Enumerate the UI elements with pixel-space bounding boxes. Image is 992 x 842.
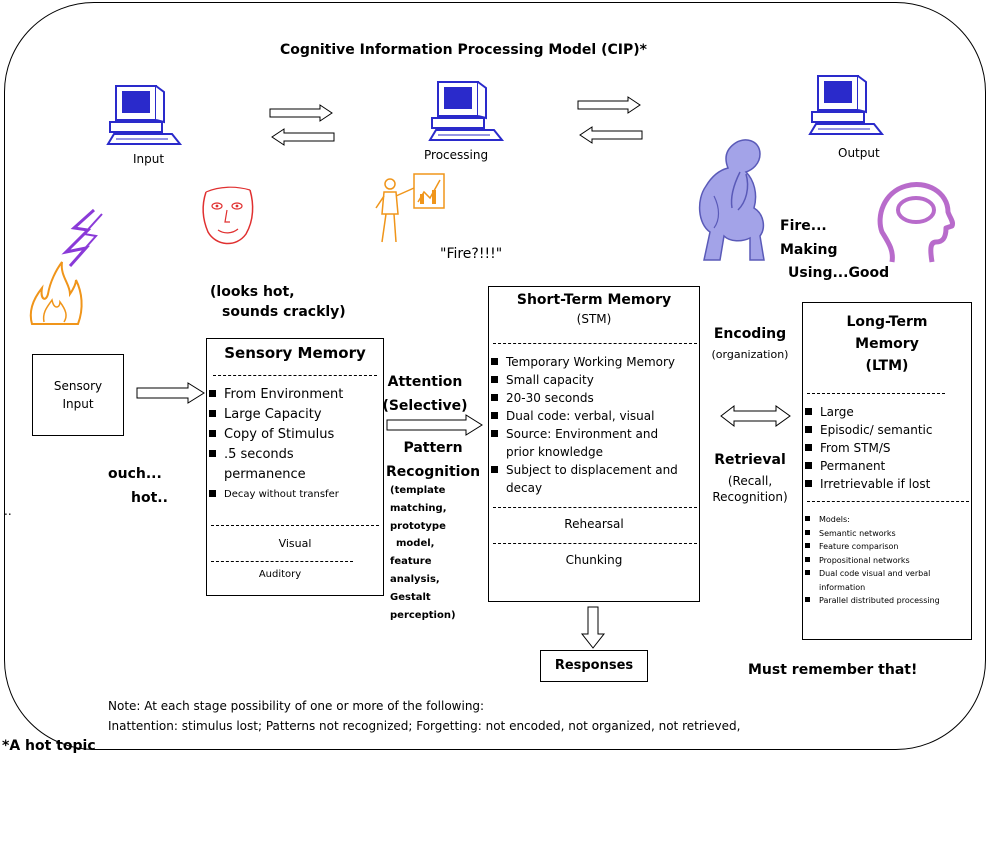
list-item: Large Capacity [209,405,343,425]
arrow-down-icon [580,606,606,649]
list-item: permanence [224,467,306,482]
double-arrow-icon [269,104,335,146]
responses-box: Responses [540,650,648,682]
list-item: Semantic networks [805,527,940,541]
sensory-input-box: Sensory Input [32,354,124,436]
rehearsal-label: Rehearsal [564,517,624,531]
presenter-icon [375,173,445,243]
list-item: Propositional networks [805,554,940,568]
list-item: Large [805,403,932,421]
list-item: 20-30 seconds [491,389,678,407]
list-item: Permanent [805,457,932,475]
diagram-frame [4,2,986,750]
fire-question-text: "Fire?!!!" [440,246,503,262]
processing-computer-icon [428,81,505,141]
sounds-crackly-text: sounds crackly) [222,304,346,320]
stm-abbr: (STM) [576,312,612,326]
sensory-memory-box: Sensory Memory From Environment Large Ca… [206,338,384,596]
processing-label: Processing [424,148,489,162]
chunking-label: Chunking [565,553,623,567]
sensory-memory-list: From Environment Large Capacity Copy of … [209,385,343,505]
input-computer-icon [106,85,183,145]
list-item: Episodic/ semantic [805,421,932,439]
list-item: prior knowledge [506,445,604,459]
output-label: Output [838,146,880,160]
encoding-label: Encoding (organization) [711,326,789,361]
lightning-icon [61,208,103,267]
arrow-right-icon [386,414,483,436]
list-item: .5 seconds [209,445,343,465]
double-headed-arrow-icon [720,404,791,428]
stm-title: Short-Term Memory [516,292,672,308]
list-item: From Environment [209,385,343,405]
stray-dots: .. [4,504,12,518]
auditory-label: Auditory [258,569,302,580]
list-item: decay [506,481,543,495]
short-term-memory-box: Short-Term Memory (STM) Temporary Workin… [488,286,700,602]
looks-hot-text: (looks hot, [210,284,295,300]
footnote-text: *A hot topic [2,738,96,754]
ltm-title: Long-Term Memory (LTM) [846,314,928,374]
head-silhouette-icon [877,182,955,263]
list-item: Feature comparison [805,540,940,554]
attention-label: Attention (Selective) [382,374,468,414]
list-item: Subject to displacement and [491,461,678,479]
list-item: Dual code visual and verbal [805,567,940,581]
long-term-memory-box: Long-Term Memory (LTM) Large Episodic/ s… [802,302,972,640]
list-item: Decay without transfer [209,485,343,505]
using-good-text: Using...Good [788,265,890,281]
stm-list: Temporary Working Memory Small capacity … [491,353,678,497]
pattern-recognition-label: Pattern Recognition [386,440,481,480]
list-item: Temporary Working Memory [491,353,678,371]
fire-text: Fire... [780,218,827,234]
visual-label: Visual [278,537,312,550]
sensory-memory-title: Sensory Memory [224,344,366,362]
thinker-statue-icon [698,139,765,261]
list-item: Source: Environment and [491,425,678,443]
list-item: Irretrievable if lost [805,475,932,493]
making-text: Making [780,242,838,258]
sensory-input-line2: Input [62,397,94,411]
input-label: Input [133,152,165,166]
list-item: From STM/S [805,439,932,457]
face-icon [202,186,254,245]
ltm-list: Large Episodic/ semantic From STM/S Perm… [805,403,932,493]
retrieval-label: Retrieval (Recall, Recognition) [712,452,788,504]
list-item: Small capacity [491,371,678,389]
list-item: information [819,582,866,592]
sensory-input-line1: Sensory [53,379,103,393]
ltm-models-list: Models: Semantic networks Feature compar… [805,513,940,608]
hot-text: hot.. [131,490,168,506]
ouch-text: ouch... [108,466,162,482]
output-computer-icon [808,75,885,135]
list-item: Models: [805,513,940,527]
pattern-recognition-details: (template matching, prototype model, fea… [390,485,456,621]
double-arrow-icon [577,96,643,144]
list-item: Dual code: verbal, visual [491,407,678,425]
must-remember-text: Must remember that! [748,662,918,678]
fire-icon [29,261,83,325]
note-text: Note: At each stage possibility of one o… [108,699,741,733]
list-item: Copy of Stimulus [209,425,343,445]
arrow-right-icon [136,382,205,404]
diagram-title: Cognitive Information Processing Model (… [280,42,647,58]
list-item: Parallel distributed processing [805,594,940,608]
